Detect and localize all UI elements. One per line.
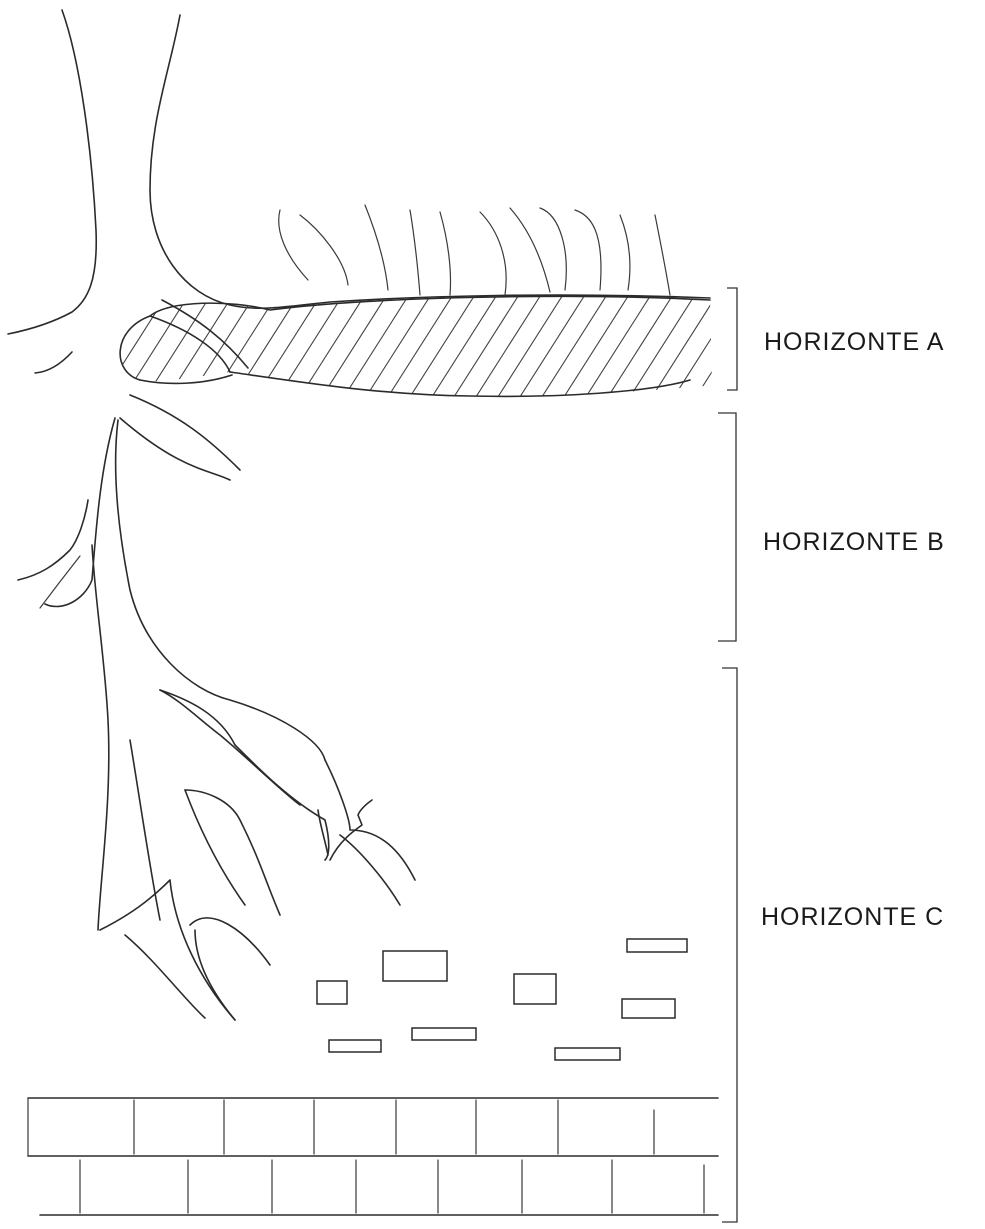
rock-fragments (317, 939, 687, 1060)
hatch-line (606, 290, 676, 400)
hatch-line (320, 290, 390, 400)
hatch-line (518, 290, 588, 400)
bracket-horizon-a (727, 288, 737, 390)
grass-vegetation (279, 205, 670, 295)
hatch-line (584, 290, 654, 400)
root-system (8, 10, 710, 1020)
hatch-line (474, 290, 544, 400)
horizon-b-label: HORIZONTE B (763, 528, 945, 557)
hatch-line (188, 290, 258, 400)
horizon-a-label: HORIZONTE A (764, 328, 944, 357)
hatch-line (496, 290, 566, 400)
hatch-line (672, 290, 742, 400)
hatch-line (650, 290, 720, 400)
hatch-line (408, 290, 478, 400)
hatch-line (364, 290, 434, 400)
horizon-a-layer (100, 290, 874, 400)
bracket-horizon-c (722, 668, 737, 1222)
hatch-line (430, 290, 500, 400)
hatch-line (628, 290, 698, 400)
bracket-horizon-b (718, 413, 736, 641)
horizon-brackets (718, 288, 737, 1222)
hatch-line (694, 290, 764, 400)
hatch-line (452, 290, 522, 400)
bedrock-layers (28, 1098, 718, 1215)
hatch-line (386, 290, 456, 400)
hatch-line (562, 290, 632, 400)
hatch-line (540, 290, 610, 400)
hatch-line (210, 290, 280, 400)
hatch-line (342, 290, 412, 400)
horizon-c-label: HORIZONTE C (761, 903, 944, 932)
